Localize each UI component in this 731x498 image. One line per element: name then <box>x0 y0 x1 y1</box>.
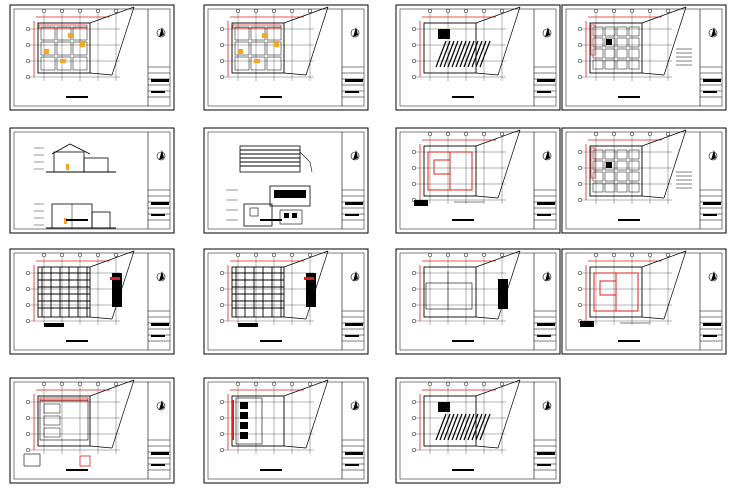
drawing-sheet <box>395 127 561 234</box>
drawing-sheet <box>9 248 175 355</box>
drawing-sheet <box>561 4 727 111</box>
drawing-sheet <box>395 248 561 355</box>
drawing-sheet <box>561 127 727 234</box>
drawing-sheet <box>395 4 561 111</box>
drawing-sheet <box>203 4 369 111</box>
drawing-sheet <box>9 127 175 234</box>
drawing-sheet <box>9 377 175 484</box>
drawing-sheet <box>203 248 369 355</box>
drawing-sheet <box>395 377 561 484</box>
drawing-sheet <box>203 377 369 484</box>
drawing-sheet <box>9 4 175 111</box>
drawing-sheet <box>203 127 369 234</box>
drawing-sheet <box>561 248 727 355</box>
